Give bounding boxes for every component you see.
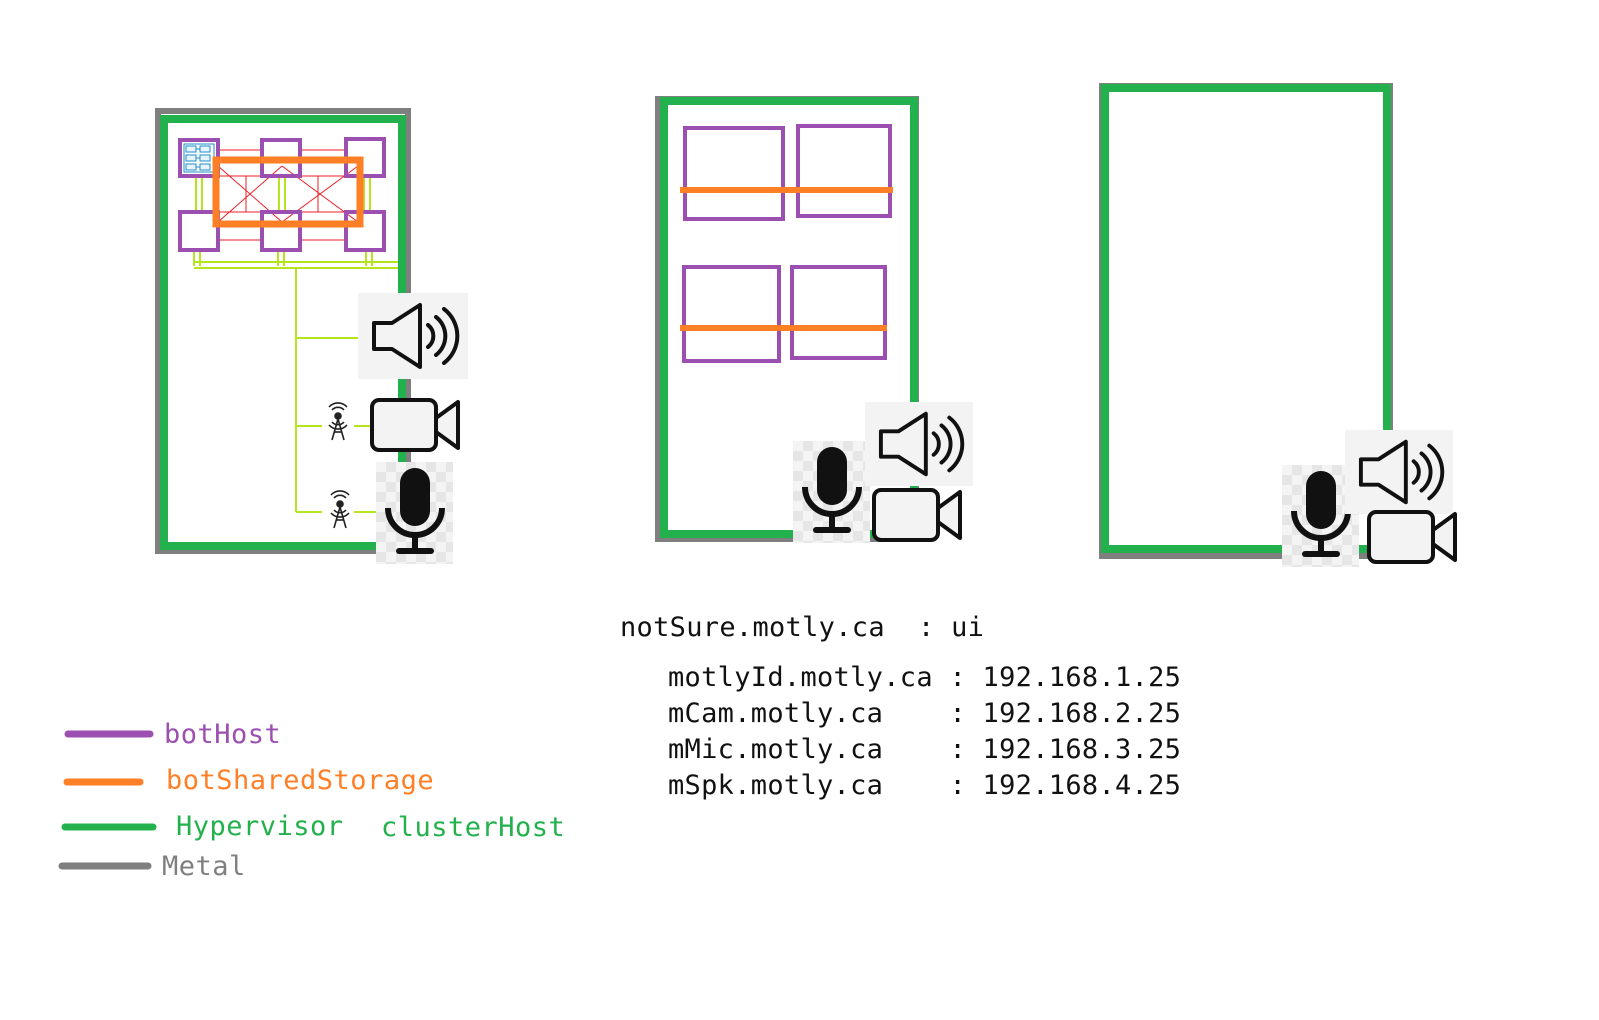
legend-label-metal: Metal bbox=[162, 851, 246, 882]
camera-icon bbox=[872, 488, 962, 542]
hypervisor-frame-2 bbox=[660, 97, 918, 538]
bothost-boxes-2 bbox=[682, 124, 892, 363]
host-entry-mspk: mSpk.motly.ca : 192.168.4.25 bbox=[668, 770, 1182, 801]
speaker-tile-1 bbox=[358, 293, 468, 379]
speaker-tile-3 bbox=[1345, 430, 1453, 514]
legend-label-clusterhost: clusterHost bbox=[381, 812, 566, 843]
shared-storage-1 bbox=[212, 156, 364, 228]
camera-icon bbox=[370, 398, 460, 452]
antenna-icon bbox=[330, 490, 350, 529]
microphone-icon bbox=[802, 447, 862, 533]
speaker-icon bbox=[1358, 439, 1445, 505]
speaker-icon bbox=[878, 411, 965, 477]
link-lines bbox=[193, 178, 398, 513]
camera-icon bbox=[1367, 510, 1457, 564]
host-entry-mcam: mCam.motly.ca : 192.168.2.25 bbox=[668, 698, 1182, 729]
host-entry-motlyid: motlyId.motly.ca : 192.168.1.25 bbox=[668, 662, 1182, 693]
host-ui-line: notSure.motly.ca : ui bbox=[620, 612, 985, 643]
legend-label-hypervisor: Hypervisor bbox=[176, 811, 344, 842]
network-switch-icon bbox=[183, 143, 215, 173]
host-entry-mmic: mMic.motly.ca : 192.168.3.25 bbox=[668, 734, 1182, 765]
speaker-tile-2 bbox=[865, 402, 973, 486]
camera-tile-1 bbox=[368, 392, 464, 456]
shared-storage-2 bbox=[680, 187, 893, 331]
mic-tile-1 bbox=[376, 462, 453, 564]
camera-tile-3 bbox=[1365, 506, 1461, 570]
microphone-icon bbox=[385, 468, 445, 554]
speaker-icon bbox=[372, 303, 460, 369]
legend-label-bothost: botHost bbox=[164, 719, 282, 750]
mic-tile-2 bbox=[793, 441, 870, 543]
antenna-icon bbox=[328, 402, 348, 441]
legend-label-storage: botSharedStorage bbox=[166, 765, 435, 796]
camera-tile-2 bbox=[870, 484, 966, 548]
hypervisor-frame-3 bbox=[1101, 84, 1391, 553]
microphone-icon bbox=[1291, 471, 1351, 557]
